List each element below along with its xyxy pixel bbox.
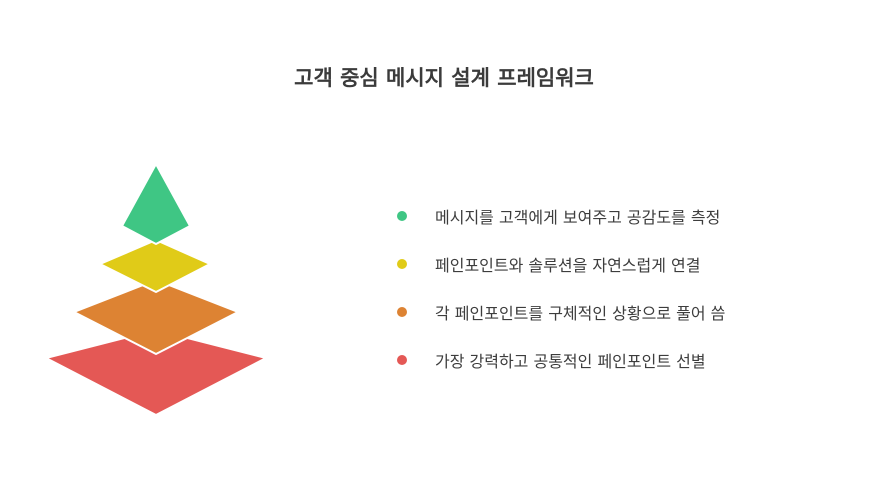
legend-label: 메시지를 고객에게 보여주고 공감도를 측정 — [435, 208, 721, 227]
legend-item: 각 페인포인트를 구체적인 상황으로 풀어 씀 — [396, 300, 725, 324]
diagram-title: 고객 중심 메시지 설계 프레임워크 — [294, 66, 594, 90]
legend-label: 각 페인포인트를 구체적인 상황으로 풀어 씀 — [435, 304, 726, 323]
pyramid-level-4-base — [45, 329, 267, 416]
pyramid-level-1-top — [121, 163, 191, 245]
legend-label: 가장 강력하고 공통적인 페인포인트 선별 — [435, 352, 706, 371]
pyramid-level-3 — [73, 279, 239, 355]
circle-dot-icon — [397, 211, 407, 221]
legend-label: 페인포인트와 솔루션을 자연스럽게 연결 — [435, 256, 701, 275]
legend-item: 가장 강력하고 공통적인 페인포인트 선별 — [396, 348, 706, 372]
legend-item: 페인포인트와 솔루션을 자연스럽게 연결 — [396, 252, 701, 276]
legend-item: 메시지를 고객에게 보여주고 공감도를 측정 — [396, 204, 720, 228]
pyramid-level-2 — [99, 239, 211, 293]
circle-dot-icon — [397, 259, 407, 269]
circle-dot-icon — [397, 307, 407, 317]
circle-dot-icon — [397, 355, 407, 365]
